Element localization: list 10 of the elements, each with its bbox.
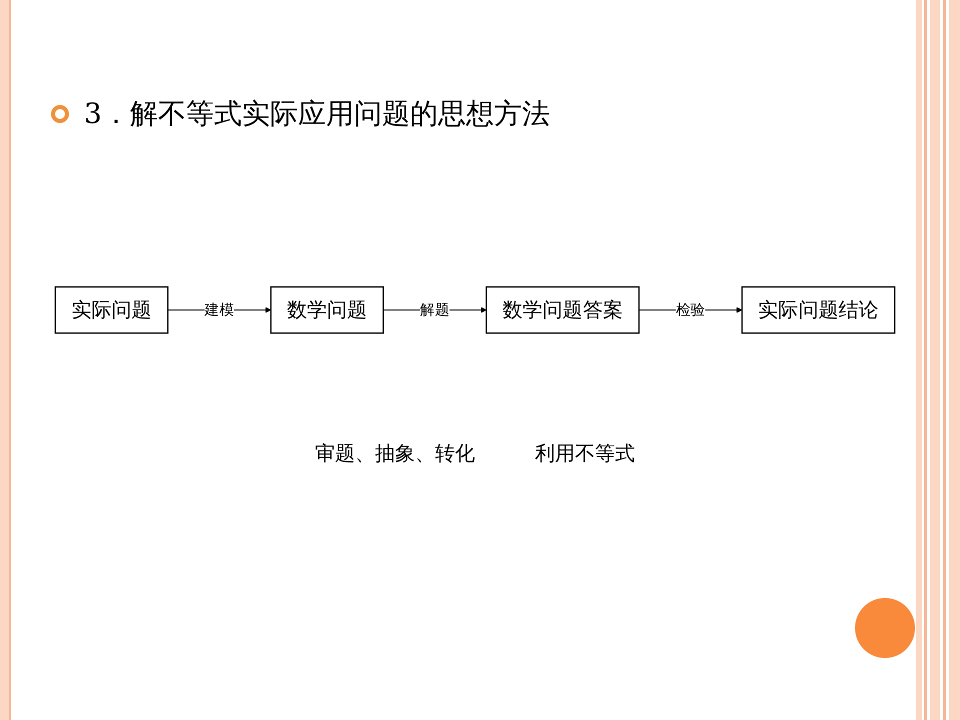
node-box: 数学问题答案 xyxy=(486,286,640,334)
note-text: 审题、抽象、转化 xyxy=(315,440,475,467)
node-box: 实际问题结论 xyxy=(741,286,896,334)
edge-label: 建模 xyxy=(204,302,234,318)
note-text: 利用不等式 xyxy=(535,440,635,467)
edge-label: 检验 xyxy=(676,302,706,318)
slide-title: 3．解不等式实际应用问题的思想方法 xyxy=(84,96,550,132)
node-box: 实际问题 xyxy=(54,286,168,334)
edge-label: 解题 xyxy=(420,302,450,318)
node-box: 数学问题 xyxy=(270,286,384,334)
